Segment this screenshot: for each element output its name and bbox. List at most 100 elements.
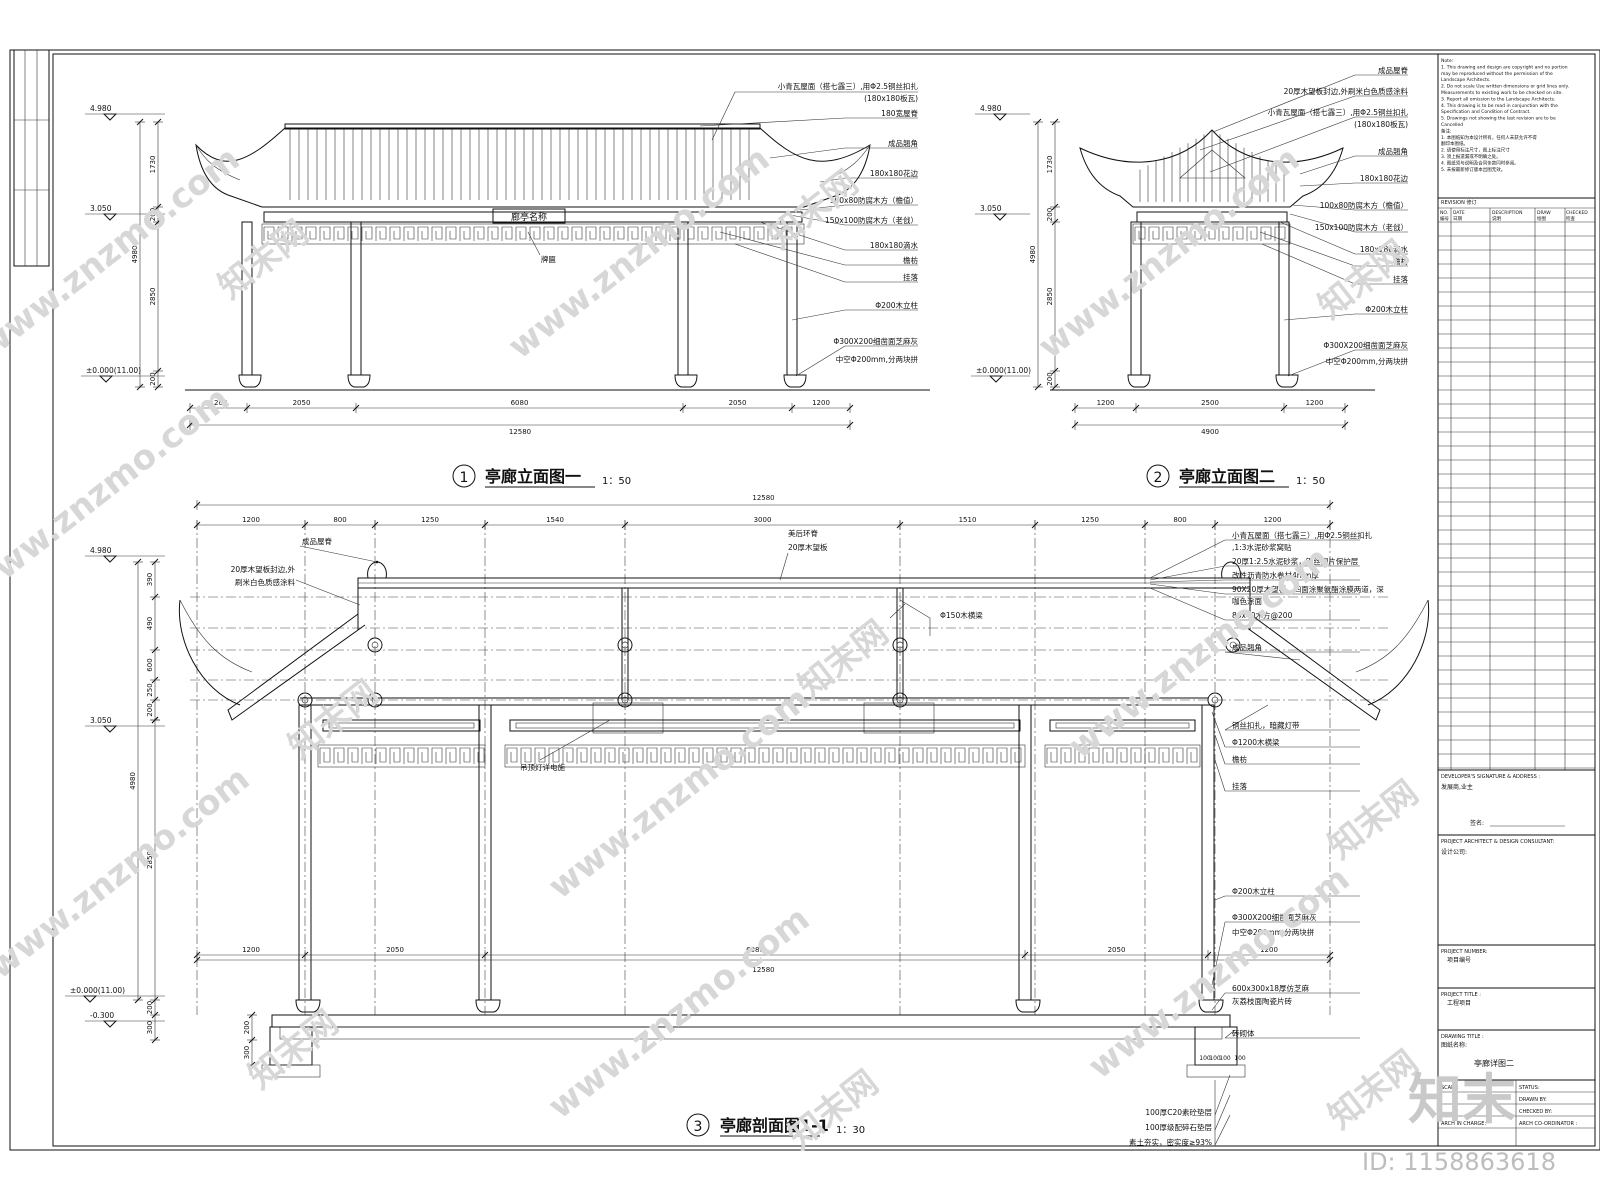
- eave-beam-inner: [515, 722, 1015, 729]
- dim-text: 1540: [546, 516, 564, 524]
- hanging-fret: [261, 223, 805, 245]
- fret-unit: [347, 747, 359, 764]
- label-text: 小青瓦屋面（搭七露三）,用Φ2.5铜丝扣扎: [1232, 530, 1373, 540]
- label-text: 咖色涂面: [1232, 596, 1262, 606]
- fret-unit: [576, 747, 588, 764]
- level-text: 3.050: [90, 204, 112, 213]
- fret-unit: [660, 747, 672, 764]
- dim-text: 1200: [242, 516, 260, 524]
- revision-header-zh: 绘图: [1537, 215, 1546, 222]
- leader-line: [791, 309, 846, 321]
- floor-slab: [271, 1014, 1231, 1028]
- view-number: 2: [1154, 470, 1163, 486]
- dim-slash: [151, 696, 159, 704]
- fret-unit: [697, 226, 709, 241]
- leader-line: [1149, 587, 1226, 621]
- arch-charge-label: ARCH IN CHARGE:: [1441, 1121, 1486, 1127]
- checked-label: CHECKED BY:: [1519, 1109, 1552, 1115]
- level-triangle: [992, 113, 1008, 121]
- dim-slash: [154, 118, 162, 126]
- dim-text: 2850: [1046, 288, 1054, 306]
- fret-frame: [261, 223, 805, 245]
- eave-beam: [509, 719, 1021, 732]
- fret-unit: [954, 747, 966, 764]
- dim-text: 390: [146, 573, 154, 586]
- label-text: 素土夯实，密实度≥93%: [1129, 1137, 1212, 1147]
- fret-unit: [1204, 226, 1216, 241]
- fret-unit: [618, 747, 630, 764]
- level-text: ±0.000(11.00): [86, 366, 141, 375]
- note-line: 4. This drawing is to be read in conjunc…: [1441, 103, 1558, 109]
- footings: [261, 1026, 1246, 1078]
- dim-text: 1250: [421, 516, 439, 524]
- developer-value: 发展商,业主: [1441, 783, 1473, 791]
- leader-line: [719, 231, 846, 266]
- view-scale: 1：50: [602, 476, 631, 487]
- dim-text: 1730: [1046, 156, 1054, 174]
- fret-unit: [389, 226, 401, 241]
- label-text: 100x80防腐木方（檐值）: [830, 195, 918, 205]
- footing-base: [261, 1064, 321, 1078]
- fret-unit: [263, 226, 275, 241]
- fret-unit: [725, 226, 737, 241]
- dim-text: 4980: [129, 772, 137, 790]
- dim-slash: [1051, 367, 1059, 375]
- dim-slash: [151, 646, 159, 654]
- fret-unit: [604, 747, 616, 764]
- leader-line: [799, 204, 846, 211]
- annotations: 成品屋脊20厚木望板封边,外刷米白色质感涂料小青瓦屋面（搭七露三）,用Φ2.5铜…: [1199, 65, 1409, 377]
- fret-unit: [767, 226, 779, 241]
- dim-text: 1250: [1081, 516, 1099, 524]
- fret-unit: [403, 747, 415, 764]
- label-text: 中空Φ200mm,分两块拼: [836, 354, 919, 364]
- dim-text: 3000: [754, 516, 772, 524]
- dim-slash: [301, 521, 309, 529]
- watermark-text: www.znzmo.com: [541, 679, 817, 907]
- level-text: 3.050: [980, 204, 1002, 213]
- fret-unit: [1116, 747, 1128, 764]
- dim-slash: [1211, 521, 1219, 529]
- label-text: 中空Φ200mm,分两块拼: [1326, 356, 1409, 366]
- fret-unit: [786, 747, 798, 764]
- dim-slash: [1341, 421, 1349, 429]
- dim-text: 1200: [1260, 946, 1278, 954]
- leader-line: [1211, 992, 1226, 1011]
- revision-label: REVISION 修订: [1441, 199, 1476, 206]
- label-text: 檐枋: [1232, 754, 1248, 764]
- note-line: Specification and Condition of Contract.: [1441, 109, 1531, 115]
- watermark-text: 知末网: [1321, 773, 1426, 867]
- fret-unit: [431, 747, 443, 764]
- label-text: 180x180滴水: [1360, 244, 1409, 254]
- notes-block: Note:1. This drawing and design are copy…: [1441, 58, 1569, 173]
- beam-node-core: [371, 696, 379, 704]
- note-line: 5. Drawings not showing the last revisio…: [1441, 116, 1556, 122]
- fret-unit: [1088, 747, 1100, 764]
- beam-node: [1207, 692, 1223, 708]
- fret-unit: [711, 226, 723, 241]
- fret-unit: [1218, 226, 1230, 241]
- leader-line: [1214, 895, 1226, 901]
- dim-total-text: 4900: [1201, 428, 1219, 436]
- dim-slash: [1326, 501, 1334, 509]
- leader-line: [1261, 243, 1356, 285]
- fret-unit: [753, 226, 765, 241]
- dim-text: 2850: [149, 288, 157, 306]
- fret-unit: [772, 747, 784, 764]
- roof-tiles: [284, 123, 761, 200]
- column-base: [1275, 374, 1299, 388]
- dim-slash: [243, 404, 251, 412]
- label-text: 铜丝扣扎，暗藏灯带: [1232, 720, 1300, 730]
- label-text: (180x180板瓦): [1354, 119, 1408, 129]
- roof-outline: [1079, 129, 1344, 208]
- fret-unit: [1260, 226, 1272, 241]
- dim-slash: [1204, 951, 1212, 959]
- level-text: ±0.000(11.00): [976, 366, 1031, 375]
- dim-text: 1200: [1306, 399, 1324, 407]
- dim-slash: [193, 501, 201, 509]
- view-title: 亭廊立面图二: [1179, 467, 1275, 486]
- fret-unit: [641, 226, 653, 241]
- drawing-title-value: 亭廊详图二: [1474, 1058, 1514, 1068]
- label-text: (180x180板瓦): [864, 93, 918, 103]
